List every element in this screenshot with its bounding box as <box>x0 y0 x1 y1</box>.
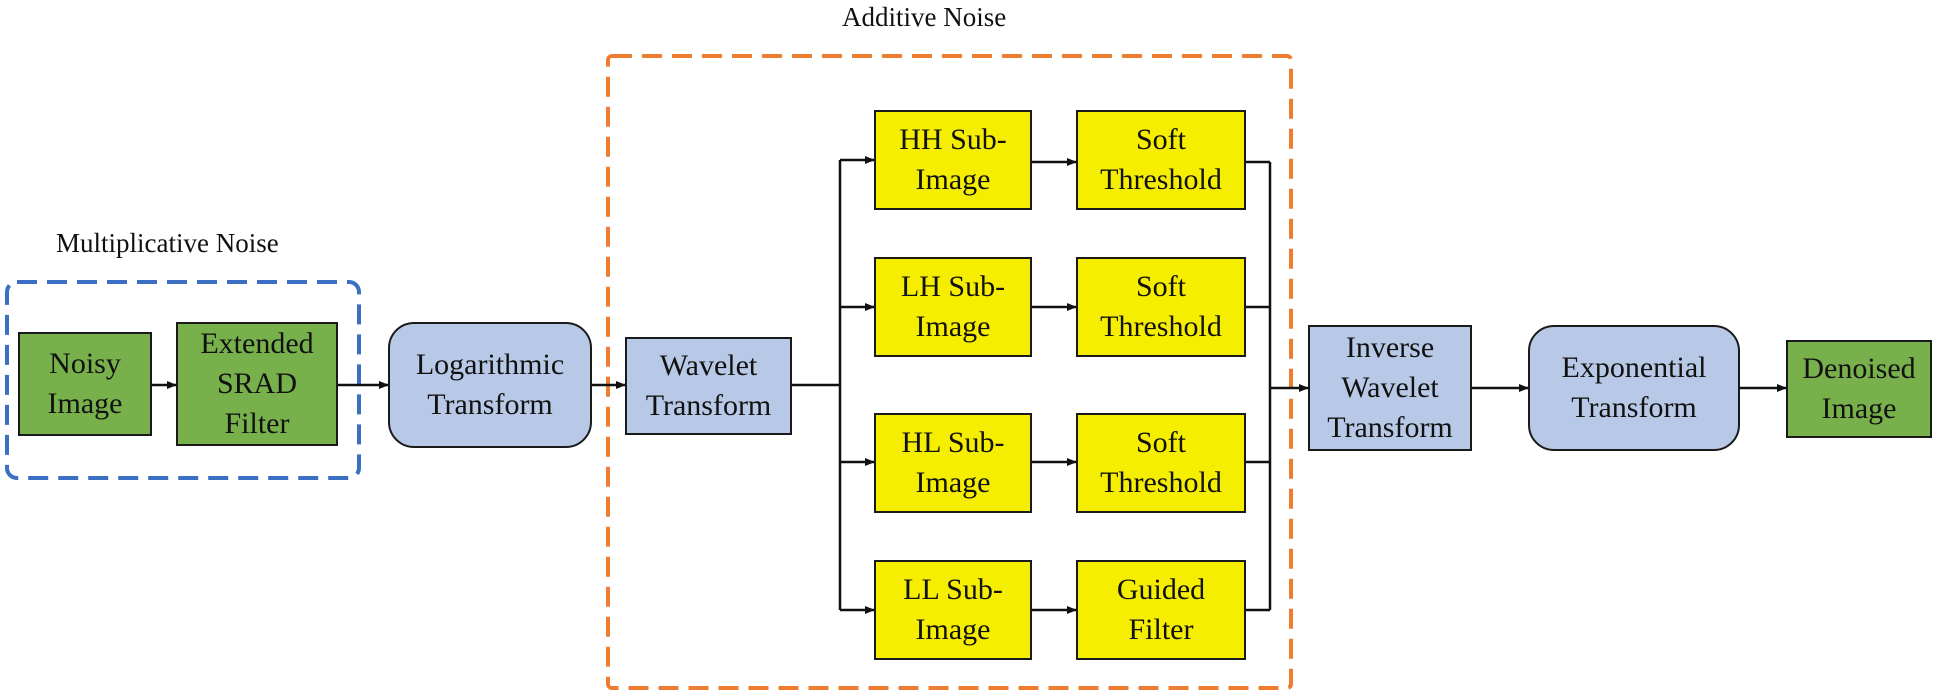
guided-filter-node: Guided Filter <box>1076 560 1246 660</box>
multiplicative-noise-label: Multiplicative Noise <box>56 228 279 258</box>
hl-sub-image-node: HL Sub- Image <box>874 413 1032 513</box>
exponential-transform-node: Exponential Transform <box>1528 325 1740 451</box>
inverse-wavelet-transform-node: Inverse Wavelet Transform <box>1308 325 1472 451</box>
soft-threshold-hl-node: Soft Threshold <box>1076 413 1246 513</box>
additive-noise-label: Additive Noise <box>842 2 1007 32</box>
wavelet-transform-node: Wavelet Transform <box>625 337 792 435</box>
soft-threshold-hh-node: Soft Threshold <box>1076 110 1246 210</box>
multiplicative-noise-group-border <box>5 280 361 480</box>
additive-noise-group-border <box>606 54 1293 690</box>
noisy-image-node: Noisy Image <box>18 332 152 436</box>
lh-sub-image-node: LH Sub- Image <box>874 257 1032 357</box>
ll-sub-image-node: LL Sub- Image <box>874 560 1032 660</box>
denoised-image-node: Denoised Image <box>1786 340 1932 438</box>
extended-srad-filter-node: Extended SRAD Filter <box>176 322 338 446</box>
hh-sub-image-node: HH Sub- Image <box>874 110 1032 210</box>
logarithmic-transform-node: Logarithmic Transform <box>388 322 592 448</box>
soft-threshold-lh-node: Soft Threshold <box>1076 257 1246 357</box>
